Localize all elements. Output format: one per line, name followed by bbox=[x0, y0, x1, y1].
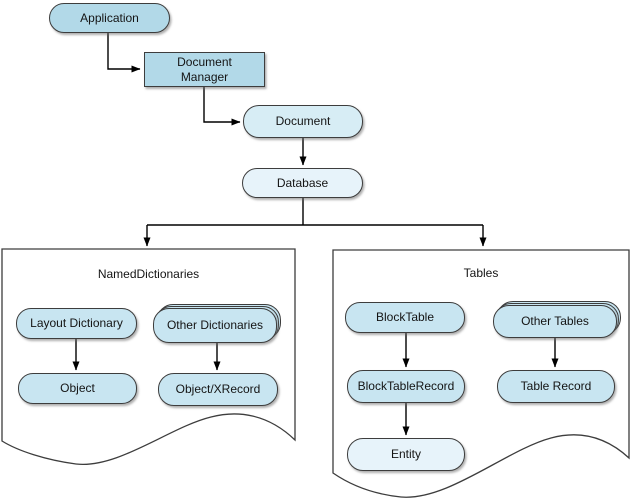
container-title-tables: Tables bbox=[463, 266, 499, 280]
node-entity: Entity bbox=[347, 438, 465, 471]
node-other-dictionaries: Other Dictionaries bbox=[153, 304, 281, 343]
node-document: Document bbox=[243, 105, 363, 138]
node-other-tables-label: Other Tables bbox=[493, 305, 617, 338]
node-other-tables: Other Tables bbox=[493, 301, 621, 338]
node-other-dictionaries-label: Other Dictionaries bbox=[153, 308, 277, 343]
edge-documentmanager-document bbox=[203, 87, 241, 126]
node-table-record: Table Record bbox=[497, 370, 615, 403]
edge-application-documentmanager bbox=[107, 33, 141, 73]
node-application: Application bbox=[49, 3, 170, 33]
node-object-xrecord: Object/XRecord bbox=[158, 373, 278, 406]
node-database: Database bbox=[242, 168, 363, 198]
node-block-table: BlockTable bbox=[345, 302, 465, 333]
container-title-named-dictionaries: NamedDictionaries bbox=[97, 267, 200, 281]
container-named-dictionaries bbox=[1, 248, 296, 466]
node-document-manager: Document Manager bbox=[144, 52, 265, 87]
node-layout-dictionary: Layout Dictionary bbox=[16, 308, 137, 339]
node-object: Object bbox=[18, 373, 137, 404]
node-block-table-record: BlockTableRecord bbox=[347, 370, 465, 403]
